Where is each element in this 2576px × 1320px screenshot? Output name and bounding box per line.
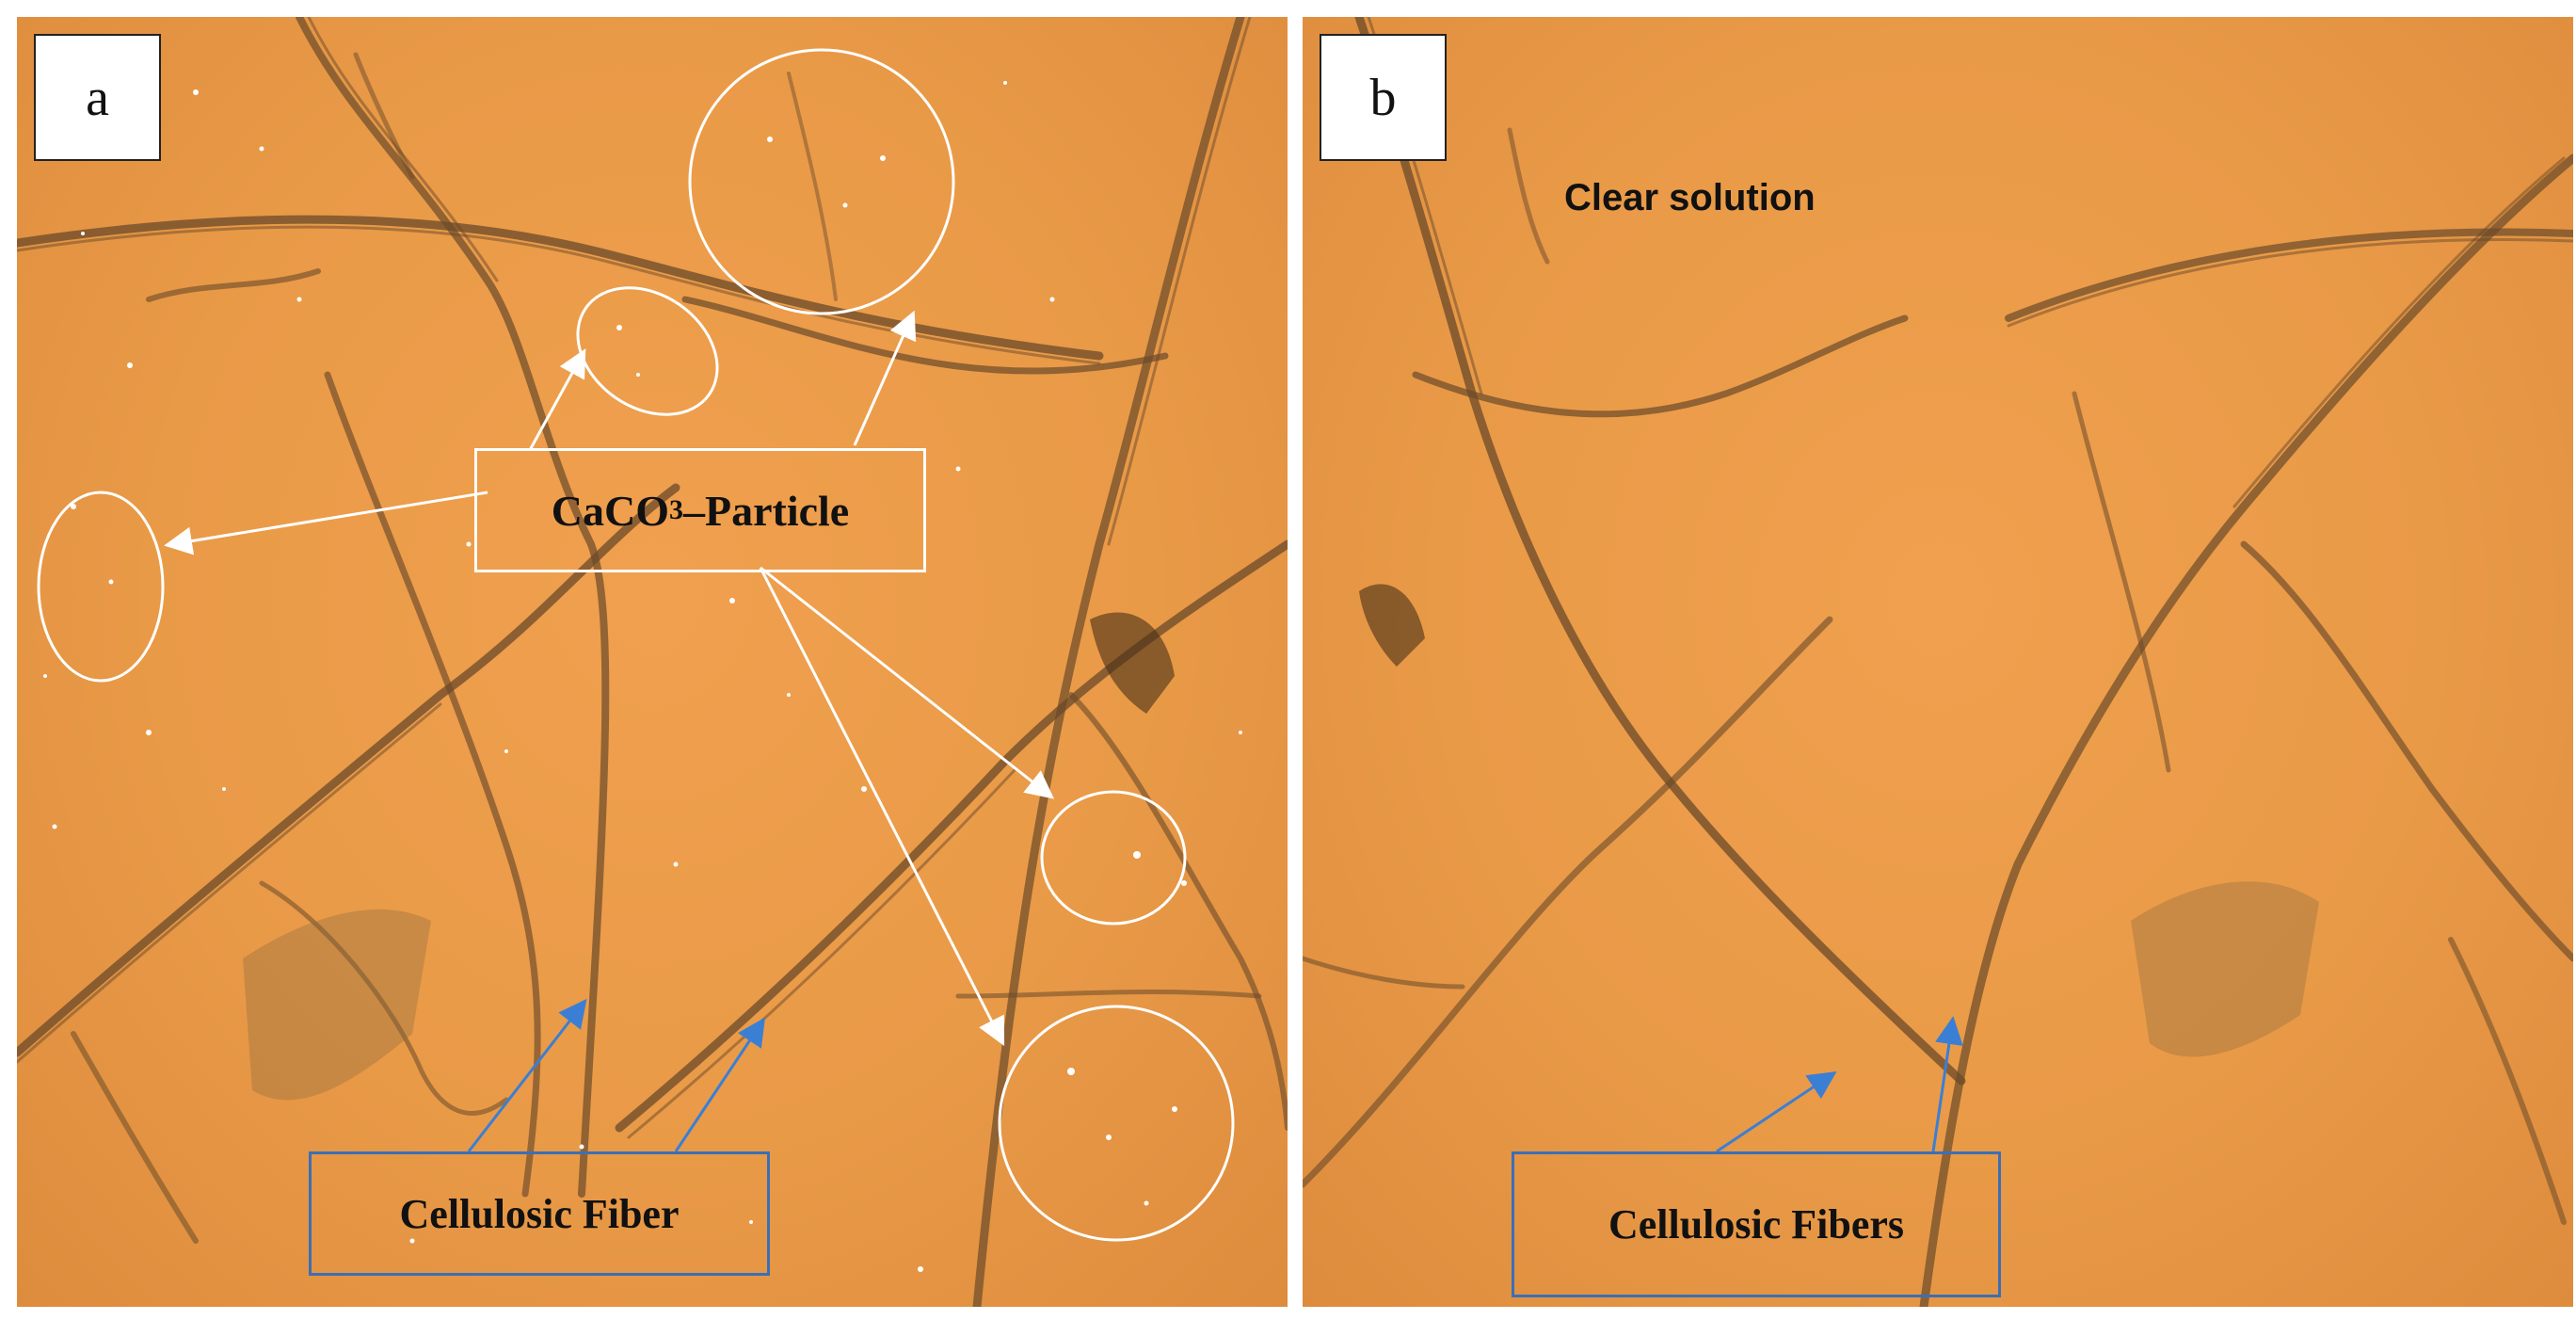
cellulosic-fibers-a [17, 17, 1288, 1307]
fiber-pointer-arrows-a [467, 998, 765, 1152]
micrograph-b-drawing [1303, 17, 2573, 1307]
fiber-debris-a [243, 612, 1175, 1101]
particle-circle-markers-a [37, 48, 1235, 1242]
caco3-particles-a [43, 81, 1242, 1272]
caco3-callout-subscript: 3 [669, 494, 683, 525]
particle-circle-upper-middle [576, 286, 719, 416]
micrograph-a-drawing [17, 17, 1288, 1307]
particle-circle-bottom-right [998, 1005, 1235, 1242]
caco3-callout-main: CaCO [551, 486, 669, 535]
particle-circle-right [1040, 790, 1187, 926]
panel-label-b: b [1320, 34, 1447, 161]
panel-label-a: a [34, 34, 161, 161]
particle-pointer-arrows-a [164, 310, 1055, 1047]
cellulosic-fiber-callout: Cellulosic Fiber [309, 1151, 770, 1276]
fiber-debris-b [1359, 584, 2319, 1057]
fiber-pointer-arrows-b [1716, 1016, 1963, 1153]
cellulosic-fibers-callout-text: Cellulosic Fibers [1608, 1201, 1905, 1248]
micrograph-panel-b: b Clear solution Cellulosic Fibers [1303, 17, 2573, 1307]
particle-circle-left [37, 491, 165, 683]
cellulosic-fibers-b [1303, 17, 2573, 1307]
particle-circle-top [688, 48, 955, 315]
cellulosic-fibers-callout: Cellulosic Fibers [1512, 1151, 2001, 1297]
caco3-callout-rest: –Particle [683, 486, 850, 535]
cellulosic-fiber-callout-text: Cellulosic Fiber [399, 1190, 680, 1237]
clear-solution-label: Clear solution [1564, 177, 1816, 218]
